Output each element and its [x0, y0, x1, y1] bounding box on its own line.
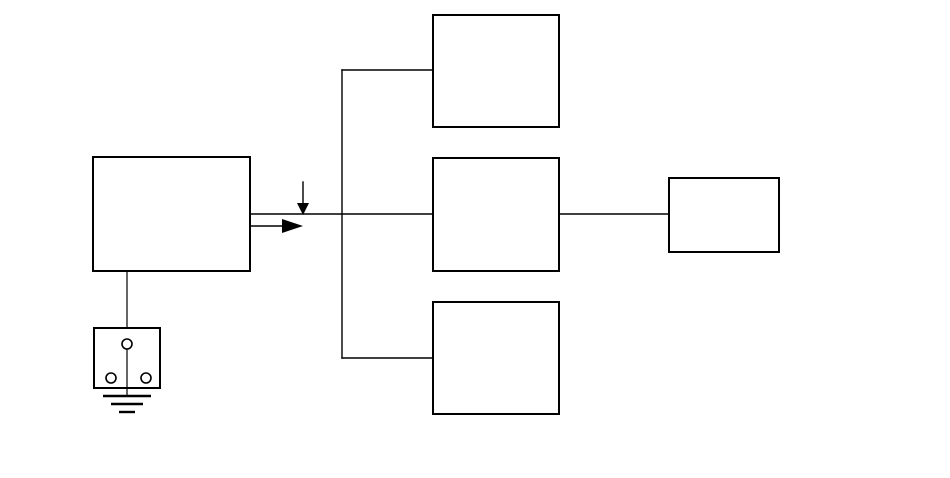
socket-pin-bottom-right-icon [140, 372, 152, 384]
source-block[interactable] [92, 156, 251, 272]
output-block[interactable] [668, 177, 780, 253]
branch-block-bot[interactable] [432, 301, 560, 415]
branch-block-top[interactable] [432, 14, 560, 128]
socket-pin-bottom-left-icon [105, 372, 117, 384]
socket-pin-top-icon [121, 338, 133, 350]
right-arrowhead-icon [282, 219, 303, 233]
down-arrowhead-icon [297, 203, 309, 215]
branch-block-mid[interactable] [432, 157, 560, 272]
